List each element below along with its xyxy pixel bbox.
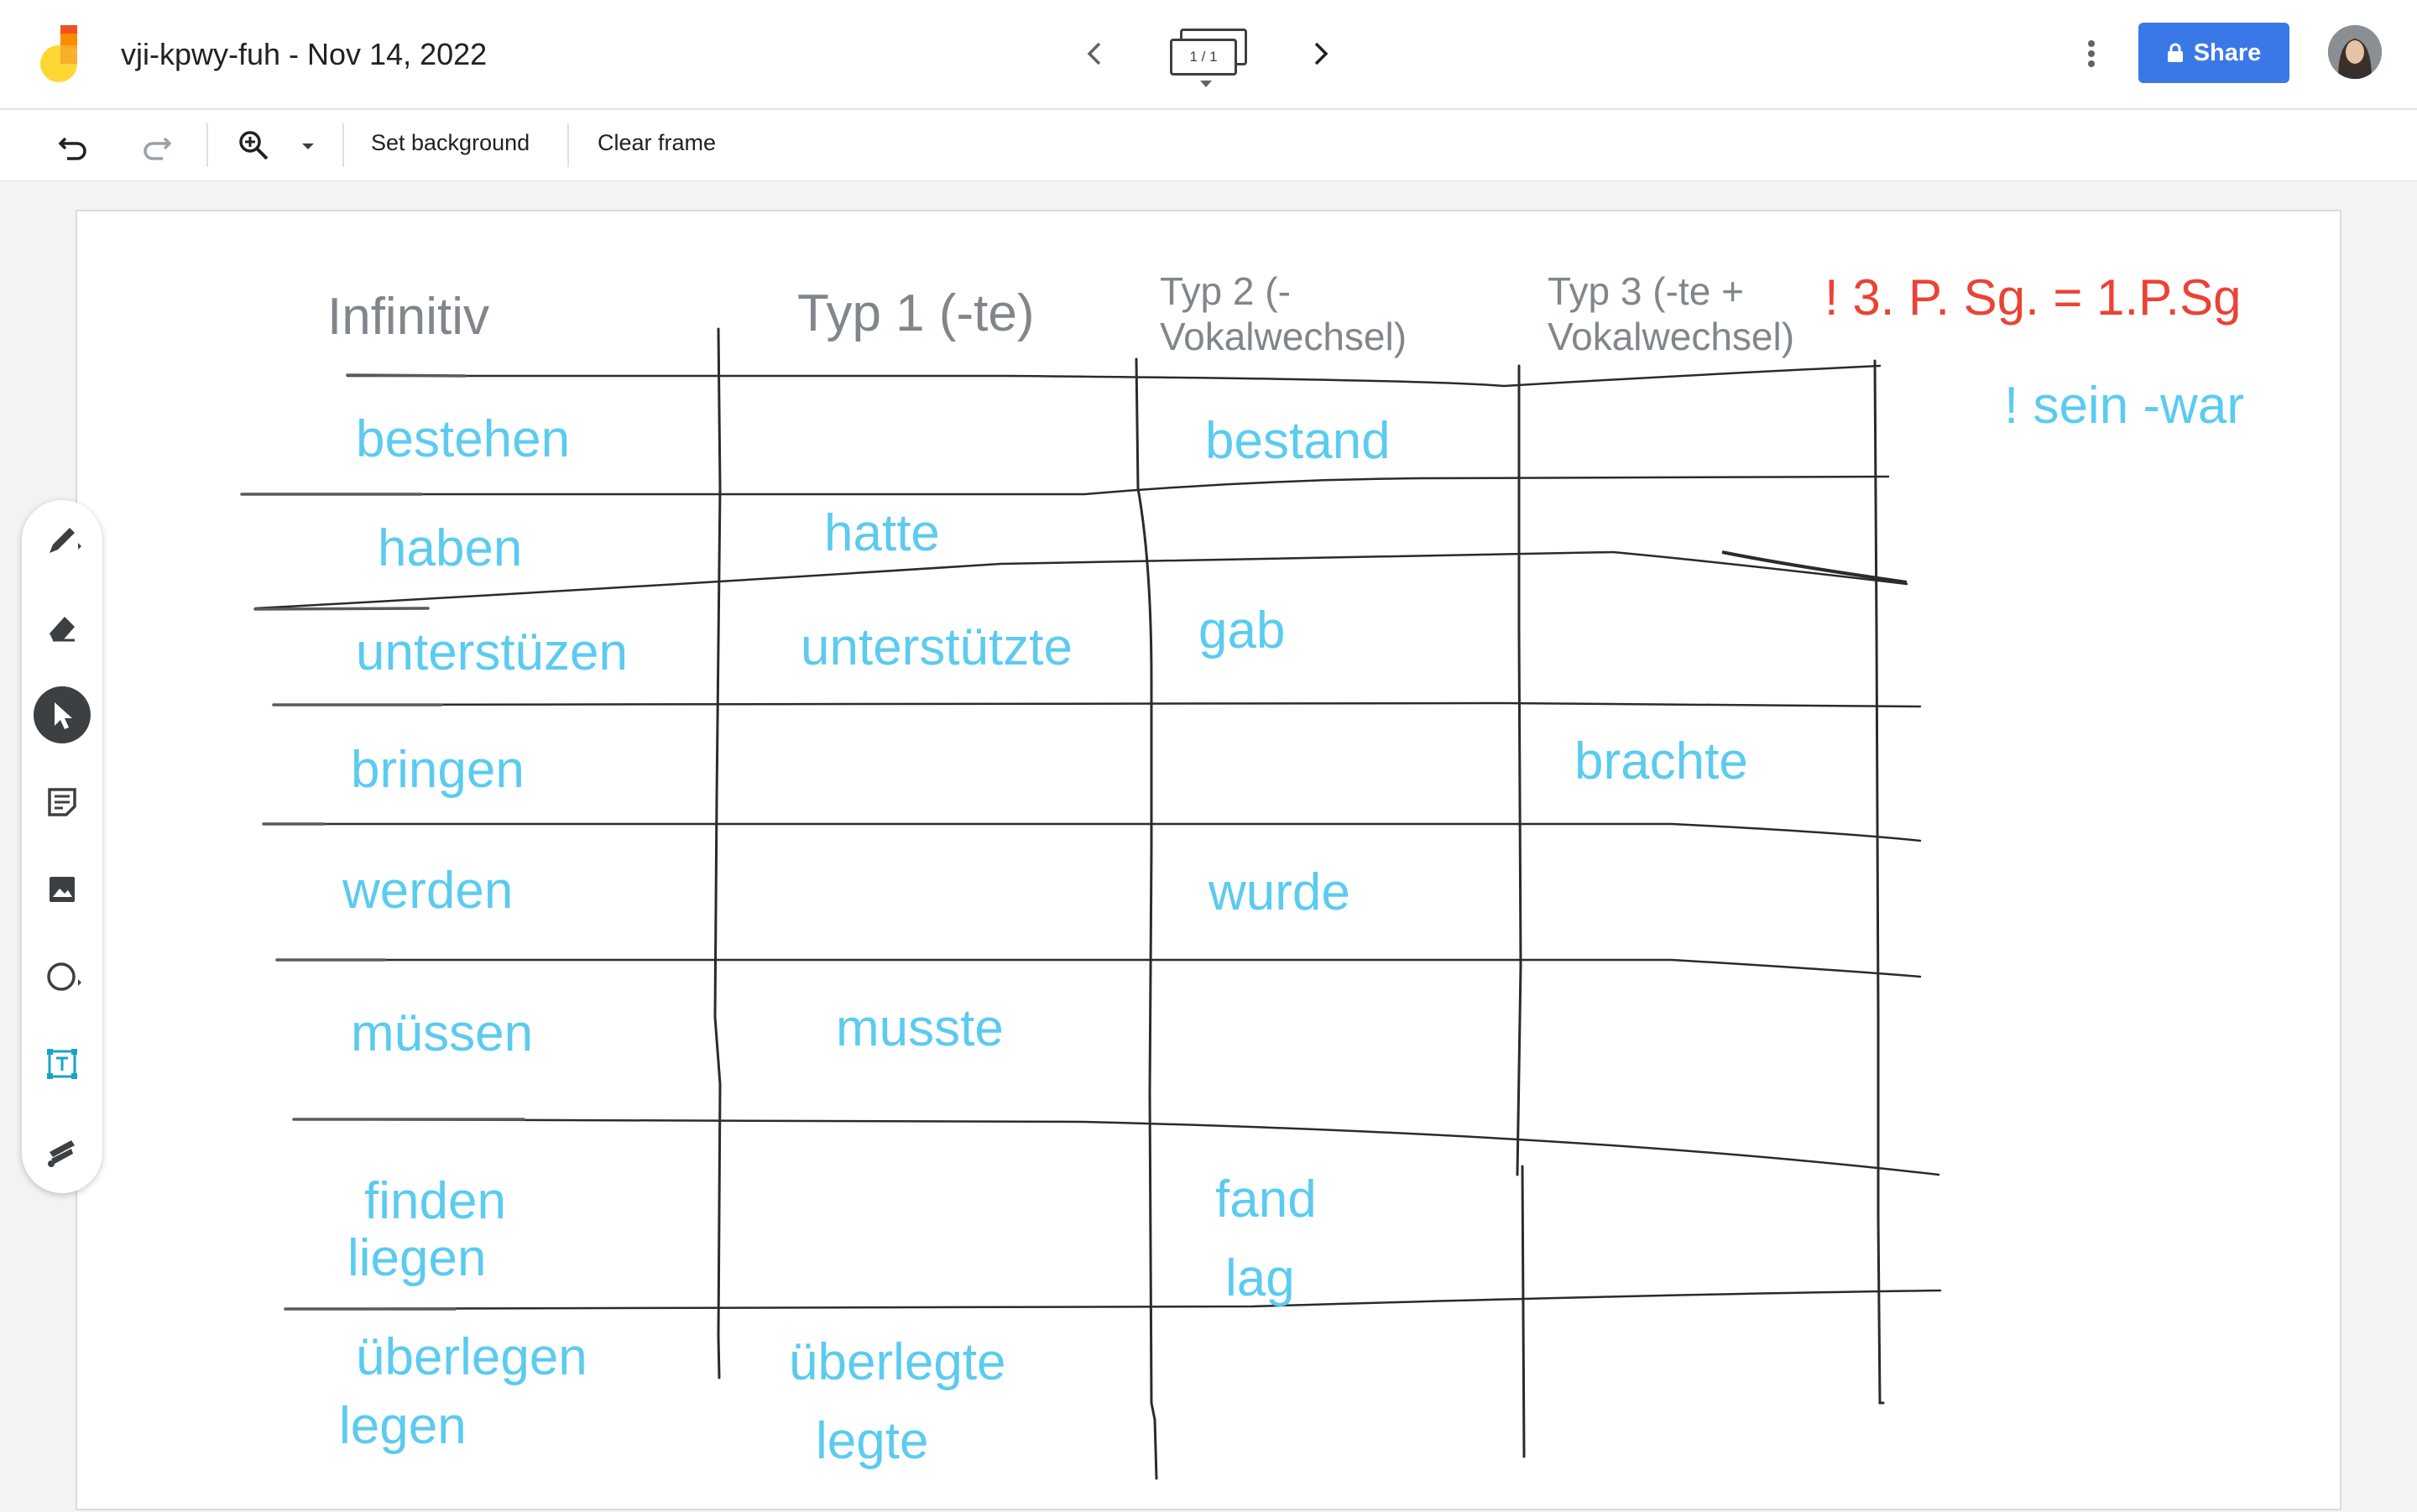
word-brachte: brachte	[1574, 733, 1748, 790]
sticky-note-tool-button[interactable]	[34, 774, 91, 831]
eraser-tool-button[interactable]	[34, 599, 91, 656]
top-bar: vji-kpwy-fuh - Nov 14, 2022 1 / 1 Share	[0, 0, 2417, 110]
text-box-icon	[47, 1049, 77, 1079]
avatar-image	[2328, 25, 2382, 79]
word-bringen: bringen	[351, 741, 525, 799]
image-tool-button[interactable]	[34, 861, 91, 918]
pen-icon	[50, 528, 81, 553]
toolbar-divider	[342, 123, 344, 167]
handwritten-grid-lines	[240, 327, 1942, 1480]
sticky-note-icon	[48, 788, 76, 816]
image-icon	[50, 877, 75, 902]
word-werden: werden	[342, 862, 514, 920]
header-typ3: Typ 3 (-te + Vokalwechsel)	[1548, 269, 1794, 359]
share-label: Share	[2193, 39, 2262, 66]
word-uberlegen: überlegen	[356, 1328, 587, 1386]
clear-frame-button[interactable]: Clear frame	[598, 130, 717, 155]
word-fand: fand	[1215, 1170, 1317, 1228]
word-mussen: müssen	[351, 1004, 534, 1062]
pen-tool-button[interactable]	[34, 512, 91, 569]
undo-icon[interactable]	[54, 125, 96, 167]
word-finden: finden	[364, 1172, 506, 1230]
whiteboard-canvas[interactable]: Infinitiv Typ 1 (-te) Typ 2 (- Vokalwech…	[76, 210, 2341, 1510]
word-musste: musste	[836, 999, 1004, 1057]
jamboard-logo-icon	[40, 25, 77, 82]
set-background-button[interactable]: Set background	[371, 130, 530, 155]
word-hatte: hatte	[824, 504, 940, 562]
next-frame-icon[interactable]	[1308, 37, 1334, 70]
toolbar-divider	[567, 123, 569, 167]
text-box-tool-button[interactable]	[34, 1035, 91, 1092]
word-bestand: bestand	[1205, 412, 1391, 470]
document-title[interactable]: vji-kpwy-fuh - Nov 14, 2022	[121, 37, 488, 71]
toolbar-divider	[206, 123, 208, 167]
cursor-arrow-icon	[55, 702, 72, 729]
frame-counter: 1 / 1	[1170, 39, 1237, 76]
word-uberlegte: überlegte	[789, 1333, 1006, 1391]
word-gab: gab	[1198, 602, 1286, 660]
header-typ3-line1: Typ 3 (-te +	[1548, 269, 1744, 313]
header-typ2-line1: Typ 2 (-	[1160, 269, 1291, 313]
word-liegen: liegen	[347, 1229, 487, 1287]
note-blue-sein-war: ! sein -war	[2004, 377, 2244, 435]
frame-indicator[interactable]: 1 / 1	[1167, 23, 1250, 91]
eraser-icon	[50, 617, 75, 642]
word-legen: legen	[339, 1397, 467, 1455]
zoom-dropdown-icon[interactable]	[294, 125, 322, 167]
note-red-third-person: ! 3. P. Sg. = 1.P.Sg	[1824, 269, 2242, 326]
word-lag: lag	[1225, 1249, 1295, 1307]
word-wurde: wurde	[1208, 863, 1350, 921]
editing-toolbar: Set background Clear frame	[0, 110, 2417, 181]
circle-shape-icon	[47, 962, 81, 991]
word-unterstutzte: unterstützte	[801, 618, 1073, 676]
header-infinitiv: Infinitiv	[327, 288, 489, 346]
tool-palette	[22, 500, 102, 1193]
header-typ1: Typ 1 (-te)	[797, 284, 1035, 342]
previous-frame-icon[interactable]	[1081, 37, 1108, 70]
lock-icon	[2167, 43, 2183, 62]
frame-dropdown-caret-icon	[1200, 81, 1212, 87]
redo-icon[interactable]	[134, 125, 176, 167]
zoom-in-icon[interactable]	[233, 125, 275, 167]
word-bestehen: bestehen	[356, 410, 571, 468]
word-haben: haben	[378, 519, 523, 577]
laser-icon	[48, 1140, 75, 1167]
shape-tool-button[interactable]	[34, 948, 91, 1005]
word-unterstuzen: unterstüzen	[356, 623, 628, 681]
word-legte: legte	[816, 1412, 929, 1470]
user-avatar[interactable]	[2328, 25, 2382, 79]
header-typ2-line2: Vokalwechsel)	[1160, 315, 1407, 358]
laser-tool-button[interactable]	[34, 1123, 91, 1180]
select-tool-button[interactable]	[34, 686, 91, 743]
header-typ3-line2: Vokalwechsel)	[1548, 315, 1795, 358]
more-options-icon[interactable]	[2076, 37, 2106, 70]
share-button[interactable]: Share	[2138, 23, 2289, 83]
header-typ2: Typ 2 (- Vokalwechsel)	[1160, 269, 1407, 359]
